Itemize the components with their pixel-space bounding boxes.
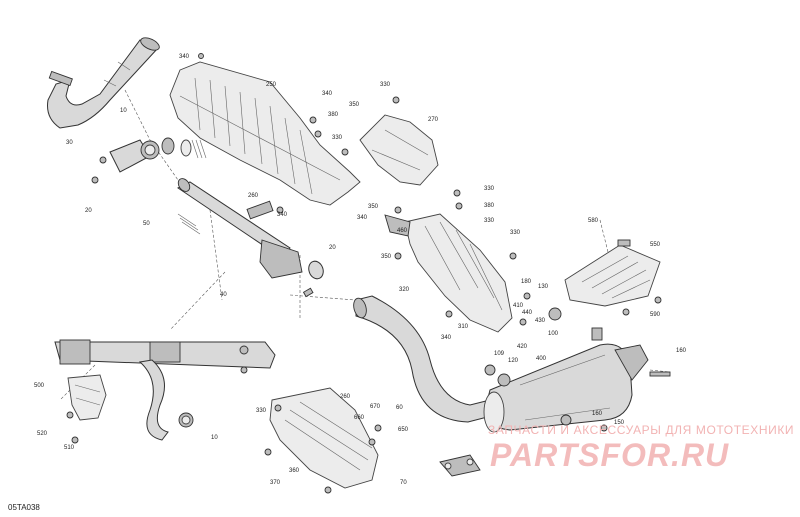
callout-500: 500	[34, 383, 45, 389]
callout-370: 370	[270, 480, 281, 486]
callout-440: 440	[522, 310, 533, 316]
header-pipe-upper	[47, 37, 160, 129]
callout-430: 430	[535, 318, 546, 324]
callout-340: 340	[277, 212, 288, 218]
callout-330: 330	[380, 82, 391, 88]
callout-120: 120	[508, 358, 519, 364]
muffler-400	[483, 327, 649, 433]
callout-330: 330	[510, 230, 521, 236]
leader-lines	[59, 89, 671, 401]
clamp-70	[439, 454, 481, 477]
callout-150: 150	[614, 420, 625, 426]
callout-60: 60	[396, 405, 403, 411]
diagram-code: 05TA038	[8, 503, 40, 512]
callout-510: 510	[64, 445, 75, 451]
callout-580: 580	[588, 218, 599, 224]
callout-350: 350	[349, 102, 360, 108]
callout-410: 410	[513, 303, 524, 309]
callout-650: 650	[398, 427, 409, 433]
callout-340: 340	[357, 215, 368, 221]
callout-260: 260	[340, 394, 351, 400]
bracket-500	[66, 374, 107, 444]
callout-310: 310	[458, 324, 469, 330]
watermark-tagline: ЗАПЧАСТИ И АКСЕССУАРЫ ДЛЯ МОТОТЕХНИКИ	[488, 423, 795, 437]
heat-shield-260-lower	[264, 387, 379, 494]
callout-20: 20	[85, 208, 92, 214]
callout-400: 400	[536, 356, 547, 362]
callout-330: 330	[484, 218, 495, 224]
lower-left-pipe	[54, 339, 276, 441]
callout-260: 260	[248, 193, 259, 199]
callout-270: 270	[428, 117, 439, 123]
callout-250: 250	[266, 82, 277, 88]
callout-109: 109	[494, 351, 505, 357]
callout-330: 330	[256, 408, 267, 414]
callout-20: 20	[329, 245, 336, 251]
callout-70: 70	[400, 480, 407, 486]
fasteners	[198, 53, 671, 446]
callout-380: 380	[328, 112, 339, 118]
heat-shield-550	[564, 239, 661, 307]
callout-10: 10	[120, 108, 127, 114]
callout-100: 100	[548, 331, 559, 337]
callout-340: 340	[322, 91, 333, 97]
flange-10	[91, 137, 207, 184]
callout-340: 340	[441, 335, 452, 341]
callout-350: 350	[381, 254, 392, 260]
callout-590: 590	[650, 312, 661, 318]
midpipe-40	[177, 178, 324, 298]
heat-shield-270	[359, 114, 439, 186]
callout-180: 180	[521, 279, 532, 285]
callout-130: 130	[538, 284, 549, 290]
callout-30: 30	[66, 140, 73, 146]
callout-520: 520	[37, 431, 48, 437]
callout-550: 550	[650, 242, 661, 248]
callout-160: 160	[676, 348, 687, 354]
heat-shield-320	[384, 213, 513, 333]
callout-40: 40	[220, 292, 227, 298]
callout-340: 340	[179, 54, 190, 60]
callout-330: 330	[332, 135, 343, 141]
callout-50: 50	[143, 221, 150, 227]
callout-160: 160	[592, 411, 603, 417]
callout-10: 10	[211, 435, 218, 441]
callout-360: 360	[289, 468, 300, 474]
callout-420: 420	[517, 344, 528, 350]
callout-460: 460	[397, 228, 408, 234]
heat-shield-250	[169, 61, 361, 206]
callout-380: 380	[484, 203, 495, 209]
callout-670: 670	[370, 404, 381, 410]
callout-330: 330	[484, 186, 495, 192]
callouts: 340 250 330 340 350 380 330 270 10 30 20…	[34, 54, 687, 486]
callout-320: 320	[399, 287, 410, 293]
callout-660: 660	[354, 415, 365, 421]
watermark-logo: PARTSFOR.RU	[490, 437, 730, 473]
callout-350: 350	[368, 204, 379, 210]
